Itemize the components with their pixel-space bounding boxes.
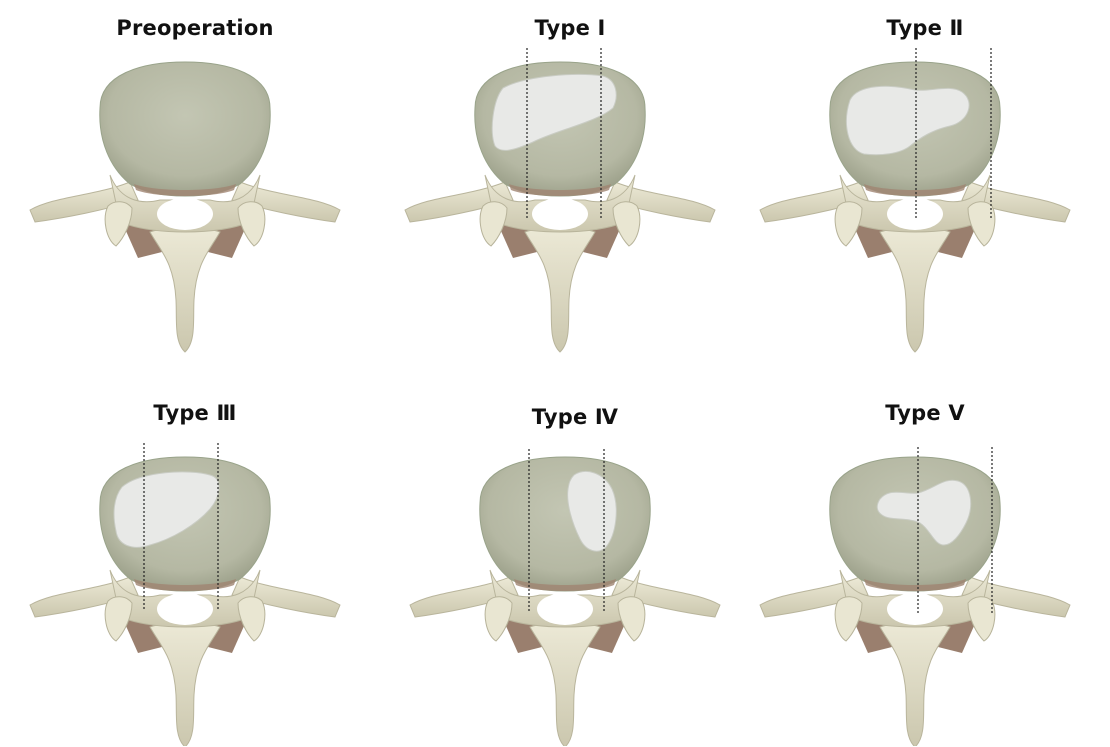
panel-preoperation: Preoperation [10,0,380,373]
vertebra-illustration [740,0,1110,373]
facet-right [618,597,645,641]
panel-type-3: Type Ⅲ [10,373,380,746]
vertebra-illustration [10,373,380,746]
facet-left [835,202,862,246]
vertebra-illustration [390,373,760,746]
vertebra [410,457,720,746]
facet-left [105,202,132,246]
panel-type-4: Type Ⅳ [390,373,760,746]
spinous-process [150,623,220,747]
spinal-canal [887,593,943,625]
panel-type-2: Type Ⅱ [740,0,1110,373]
vertebral-body [480,457,650,591]
spinal-canal [537,593,593,625]
vertebra [405,62,715,352]
spinal-canal [157,198,213,230]
facet-left [105,597,132,641]
facet-right [238,202,265,246]
facet-left [485,597,512,641]
vertebra-illustration [10,0,380,373]
facet-right [613,202,640,246]
facet-right [238,597,265,641]
vertebra [30,62,340,352]
spinous-process [530,623,600,747]
vertebra [30,457,340,746]
facet-left [480,202,507,246]
vertebra [760,62,1070,352]
facet-left [835,597,862,641]
vertebra [760,457,1070,746]
panel-type-5: Type Ⅴ [740,373,1110,746]
vertebra-illustration [385,0,755,373]
spinal-canal [157,593,213,625]
vertebral-body [100,62,270,196]
spinous-process [150,228,220,353]
vertebra-illustration [740,373,1110,746]
facet-right [968,597,995,641]
spinous-process [525,228,595,353]
vertebral-body [830,457,1000,591]
panel-type-1: Type Ⅰ [385,0,755,373]
spinous-process [880,228,950,353]
spinal-canal [887,198,943,230]
spinal-canal [532,198,588,230]
spinous-process [880,623,950,747]
